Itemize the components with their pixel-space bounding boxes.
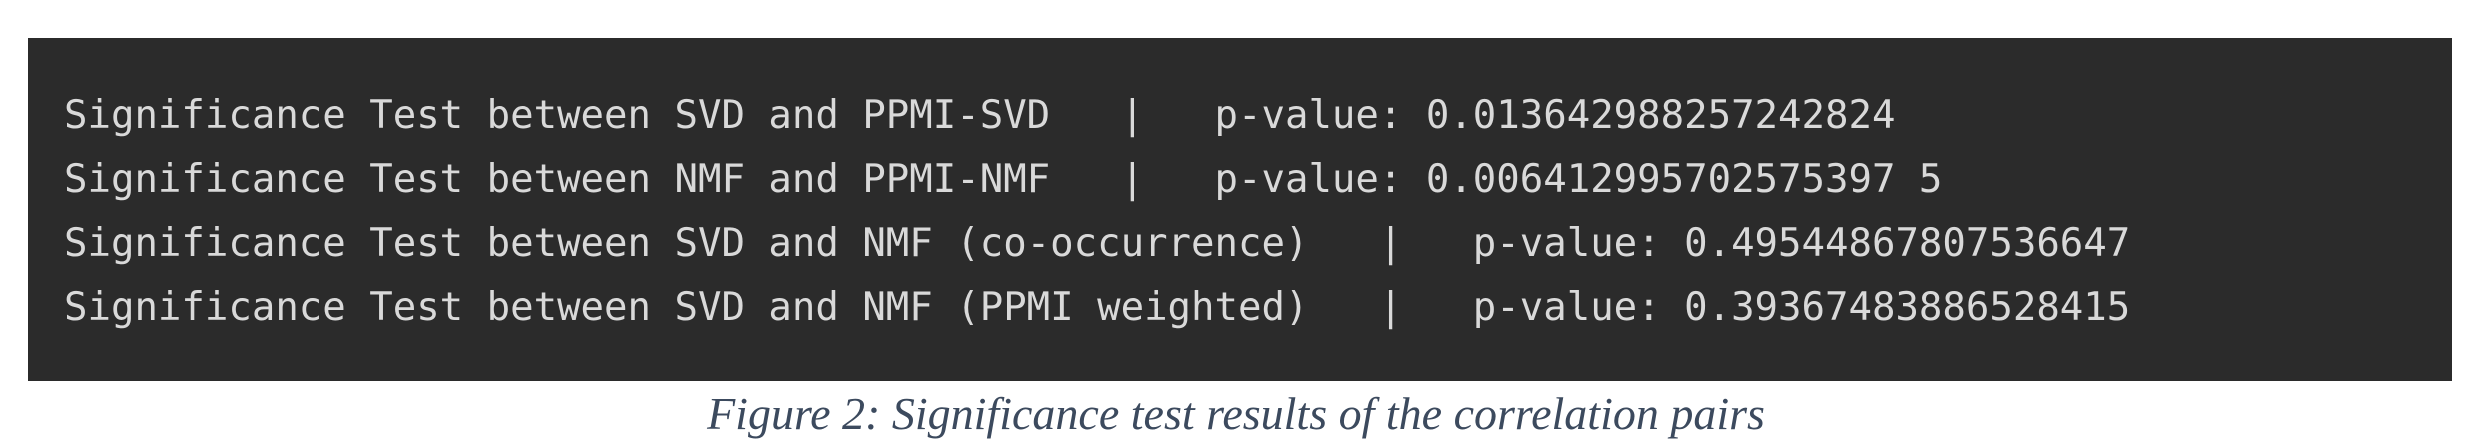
terminal-line-svd-nmf-ppmi-weighted: Significance Test between SVD and NMF (P…: [64, 285, 2131, 330]
figure-caption: Figure 2: Significance test results of t…: [707, 388, 1765, 439]
terminal-output-panel: Significance Test between SVD and PPMI-S…: [28, 38, 2452, 381]
terminal-lines: Significance Test between SVD and PPMI-S…: [64, 84, 2130, 340]
terminal-line-svd-nmf-cooccurrence: Significance Test between SVD and NMF (c…: [64, 221, 2131, 266]
terminal-line-nmf-ppmi-nmf: Significance Test between NMF and PPMI-N…: [64, 157, 1943, 202]
terminal-line-svd-ppmi-svd: Significance Test between SVD and PPMI-S…: [64, 93, 1896, 138]
